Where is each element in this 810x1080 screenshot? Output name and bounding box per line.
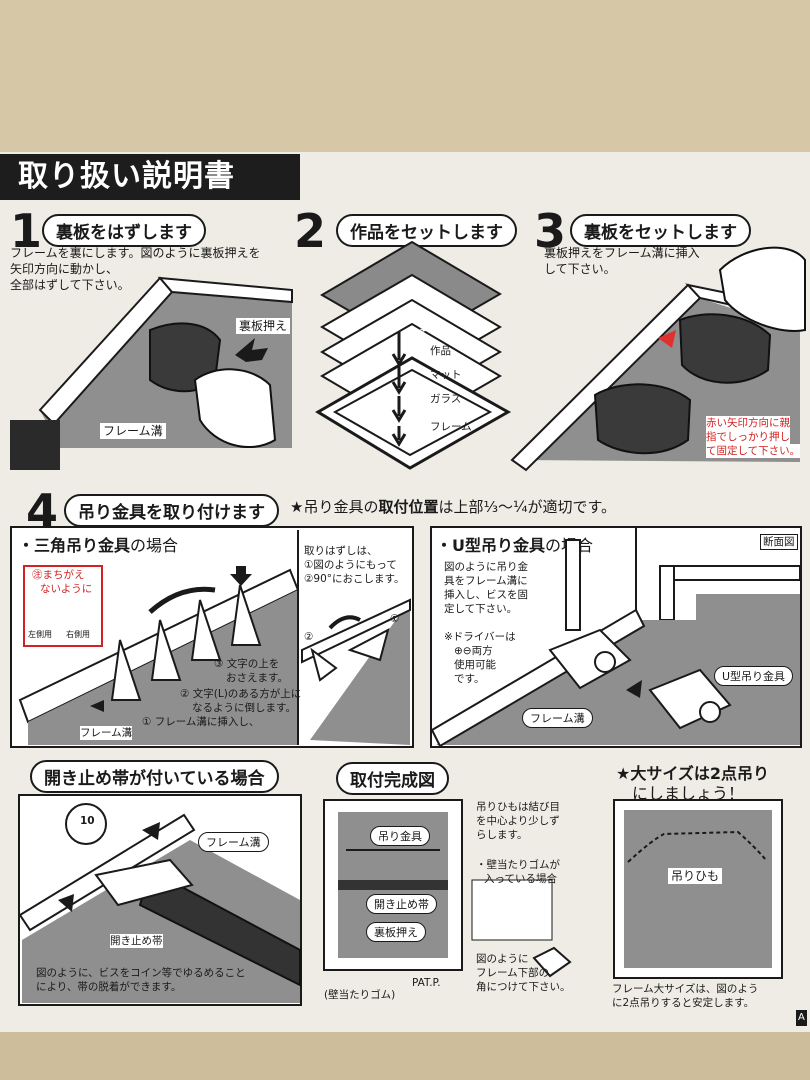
u-hook-text-line3: 挿入し、ビスを固 — [444, 589, 528, 601]
triangle-remove-line3: ②90°におこします。 — [304, 573, 405, 585]
step4-note-bold: 取付位置 — [378, 498, 439, 516]
rubber-note-line1: ・壁当たりゴムが — [476, 859, 560, 871]
large-size-bold: 大サイズ — [630, 764, 694, 783]
triangle-groove-label: フレーム溝 — [80, 726, 133, 740]
large-size-heading-line2: にしましょう！ — [632, 784, 745, 803]
layer-frame: フレーム — [430, 421, 472, 433]
large-text-line2: に2点吊りすると安定します。 — [612, 997, 755, 1009]
layer-back-board: 裏板 — [420, 319, 445, 333]
rubber-note-line5: 角につけて下さい。 — [476, 981, 571, 993]
step1-text-line2: 矢印方向に動かし、 — [10, 262, 119, 276]
stopper-heading: 開き止め帯が付いている場合 — [30, 760, 279, 793]
page-title: 取り扱い説明書 — [0, 154, 300, 200]
cord-note-line1: 吊りひもは結び目 — [476, 801, 560, 813]
triangle-warning-line1: ㊟まちがえ — [32, 569, 85, 581]
coin-icon: 10 — [80, 815, 95, 827]
u-hook-driver-line4: です。 — [454, 673, 485, 685]
triangle-remove-marker2: ② — [304, 631, 314, 643]
step1-number: 1 — [10, 204, 43, 258]
u-hook-text-line4: 定して下さい。 — [444, 603, 518, 615]
cord-note-line3: らします。 — [476, 829, 528, 841]
step1-heading: 裏板をはずします — [42, 214, 206, 247]
large-size-rest: は2点吊り — [693, 764, 770, 783]
rubber-note-line3: 図のように — [476, 953, 529, 965]
triangle-remove-marker1: ① — [390, 613, 400, 625]
rubber-note-line4: フレーム下部の — [476, 967, 550, 979]
step3-heading: 裏板をセットします — [570, 214, 751, 247]
u-hook-text-line2: 具をフレーム溝に — [444, 575, 528, 587]
step4-note-suffix: は上部⅓〜¼が適切です。 — [438, 498, 617, 516]
step3-text-line2: して下さい。 — [544, 262, 616, 276]
cord-note-line2: を中心より少しず — [476, 815, 560, 827]
u-hook-driver-line1: ※ドライバーは — [444, 631, 516, 643]
patent-pending-label: PAT.P. — [412, 977, 441, 989]
stopper-groove-label: フレーム溝 — [198, 832, 269, 852]
stopper-text-line1: 図のように、ビスをコイン等でゆるめること — [36, 967, 246, 979]
triangle-remove-line1: 取りはずしは、 — [304, 545, 378, 557]
u-hook-driver-line3: 使用可能 — [454, 659, 496, 671]
step3-note-line1: 赤い矢印方向に親 — [706, 416, 790, 430]
triangle-heading: ・三角吊り金具の場合 — [18, 532, 178, 556]
u-hook-text-line1: 図のように吊り金 — [444, 561, 528, 573]
step4-heading: 吊り金具を取り付けます — [64, 494, 279, 527]
complete-heading: 取付完成図 — [336, 762, 449, 795]
step3-number: 3 — [534, 204, 567, 258]
cross-section-label: 断面図 — [760, 534, 798, 550]
triangle-remove-line2: ①図のようにもって — [304, 559, 397, 571]
step2-number: 2 — [294, 204, 327, 258]
triangle-step3-line2: おさえます。 — [226, 672, 288, 684]
triangle-left-use: 左側用 — [28, 630, 52, 639]
step3-note-line3: て固定して下さい。 — [706, 444, 801, 458]
step4-note-prefix: ★吊り金具の — [290, 498, 379, 516]
large-size-heading-line1: ★大サイズは2点吊り — [616, 760, 769, 784]
triangle-warning-line2: ないように — [40, 583, 93, 595]
step1-clip-label: 裏板押え — [236, 318, 291, 334]
u-hook-driver-line2: ⊕⊖両方 — [454, 645, 493, 657]
u-hook-heading-bold: ・U型吊り金具 — [436, 536, 545, 555]
large-star: ★ — [616, 764, 631, 783]
triangle-heading-bold: ・三角吊り金具 — [18, 536, 131, 555]
large-cord-label: 吊りひも — [668, 868, 723, 884]
triangle-step1-text: ① フレーム溝に挿入し、 — [142, 716, 260, 728]
u-hook-groove-label: フレーム溝 — [522, 708, 593, 728]
triangle-step3-line1: ③ 文字の上を — [214, 658, 280, 670]
step1-text-line1: フレームを裏にします。図のように裏板押えを — [10, 246, 261, 260]
layer-artwork: 作品 — [430, 345, 451, 357]
cardboard-edge — [0, 1032, 810, 1080]
step1-groove-label: フレーム溝 — [100, 423, 166, 439]
complete-band-label: 開き止め帯 — [366, 894, 437, 914]
u-hook-label: U型吊り金具 — [714, 666, 794, 686]
triangle-step2-line1: ② 文字(L)のある方が上に — [180, 688, 302, 700]
wall-rubber-label: (壁当たりゴム) — [324, 989, 396, 1001]
complete-clip-label: 裏板押え — [366, 922, 426, 942]
step3-text-line1: 裏板押えをフレーム溝に挿入 — [544, 246, 700, 260]
large-text-line1: フレーム大サイズは、図のよう — [612, 983, 759, 995]
complete-hook-label: 吊り金具 — [370, 826, 430, 846]
step2-heading: 作品をセットします — [336, 214, 517, 247]
triangle-right-use: 右側用 — [66, 630, 90, 639]
triangle-heading-rest: の場合 — [130, 536, 179, 555]
layer-mat: マット — [430, 369, 462, 381]
rubber-note-line2: 入っている場合 — [484, 873, 557, 885]
corner-mark: A — [796, 1010, 807, 1026]
stopper-text-line2: により、帯の脱着ができます。 — [36, 981, 182, 993]
layer-glass: ガラス — [430, 393, 462, 405]
step1-text-line3: 全部はずして下さい。 — [10, 278, 130, 292]
stopper-band-label: 開き止め帯 — [110, 934, 163, 948]
step3-note-line2: 指でしっかり押し — [706, 430, 790, 444]
step4-position-note: ★吊り金具の取付位置は上部⅓〜¼が適切です。 — [290, 497, 616, 517]
triangle-step2-line2: なるように倒します。 — [192, 702, 296, 714]
